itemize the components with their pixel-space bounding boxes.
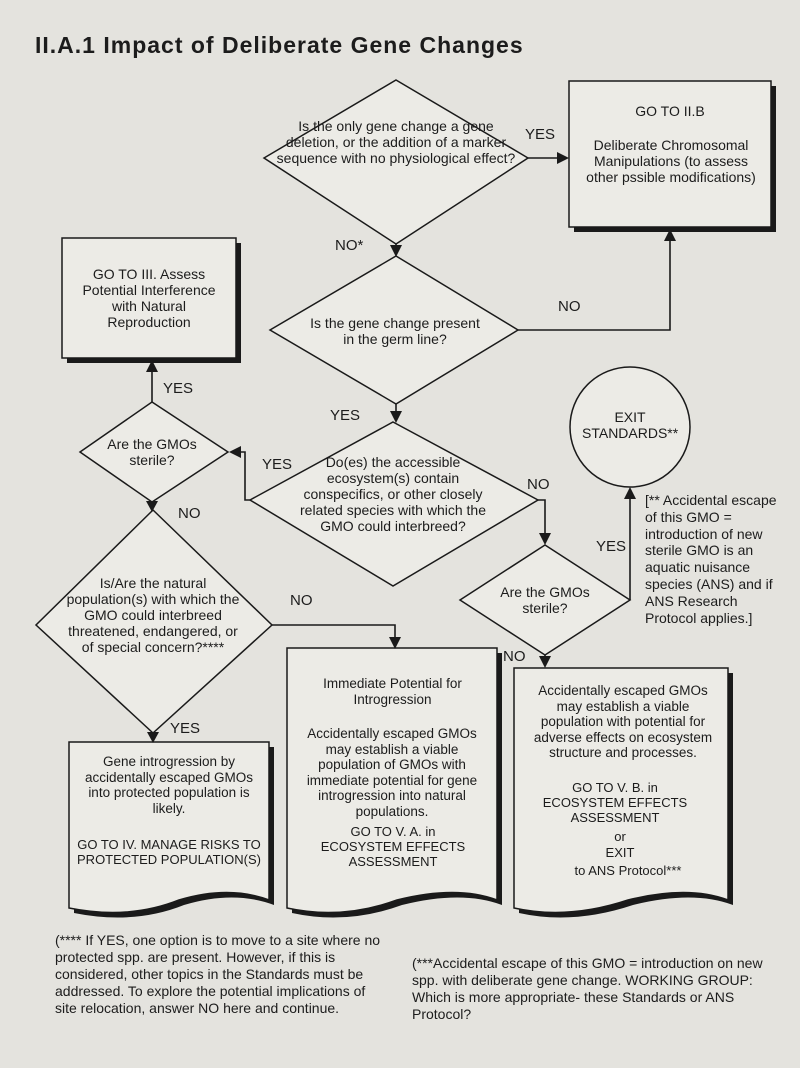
edge-label-no: NO <box>503 648 526 665</box>
immediate-body: Accidentally escaped GMOs may establish … <box>306 726 478 819</box>
footnote-four-stars: (**** If YES, one option is to move to a… <box>55 932 381 1017</box>
edge-label-yes: YES <box>163 380 194 397</box>
gene-introgression-body: Gene introgression by accidentally escap… <box>84 754 254 816</box>
goto-iib-body: Deliberate Chromosomal Manipulations (to… <box>586 137 756 186</box>
diamond-ecosystem <box>248 421 540 587</box>
escaped-exit: EXIT <box>605 845 635 860</box>
accidental-escape-note: [** Accidental escape of this GMO = intr… <box>645 492 777 626</box>
box-immediate-introgression <box>286 647 498 914</box>
footnote-three-stars: (***Accidental escape of this GMO = intr… <box>412 955 763 1023</box>
node-question-deletion: Is the only gene change a gene deletion,… <box>276 118 516 167</box>
escaped-or: or <box>614 829 626 844</box>
edge-label-no: NO <box>290 592 313 609</box>
escaped-exit-to: to ANS Protocol*** <box>574 863 682 878</box>
edge-label-no: NO* <box>335 237 364 254</box>
edge-label-yes: YES <box>330 407 361 424</box>
edge-label-yes: YES <box>525 126 556 143</box>
edge-label-no: NO <box>178 505 201 522</box>
exit-standards-text: EXIT STANDARDS** <box>582 409 679 442</box>
page-title: II.A.1 Impact of Deliberate Gene Changes <box>35 32 524 58</box>
edge-label-no: NO <box>527 476 550 493</box>
box-goto-iii <box>61 237 237 359</box>
immediate-heading: Immediate Potential for Introgression <box>323 676 462 707</box>
edge-label-yes: YES <box>170 720 201 737</box>
escaped-body: Accidentally escaped GMOs may establish … <box>533 683 713 761</box>
goto-iib-heading: GO TO II.B <box>635 103 705 119</box>
node-question-sterile-right: Are the GMOs sterile? <box>500 584 590 617</box>
node-question-germline: Is the gene change present in the germ l… <box>310 315 480 348</box>
gene-introgression-goto: GO TO IV. MANAGE RISKS TO PROTECTED POPU… <box>77 837 261 867</box>
edge-label-yes: YES <box>262 456 293 473</box>
edge-label-yes: YES <box>596 538 627 555</box>
box-goto-iib <box>568 80 772 228</box>
box-escaped-gmos <box>513 667 729 914</box>
escaped-goto: GO TO V. B. in ECOSYSTEM EFFECTS ASSESSM… <box>542 780 688 825</box>
box-gene-introgression <box>68 741 270 914</box>
edge-label-no: NO <box>558 298 581 315</box>
node-question-sterile-left: Are the GMOs sterile? <box>107 436 197 469</box>
goto-iii-text: GO TO III. Assess Potential Interference… <box>82 266 216 331</box>
node-question-population: Is/Are the natural population(s) with wh… <box>66 575 240 656</box>
node-question-ecosystem: Do(es) the accessible ecosystem(s) conta… <box>300 454 486 535</box>
immediate-goto: GO TO V. A. in ECOSYSTEM EFFECTS ASSESSM… <box>320 824 466 869</box>
